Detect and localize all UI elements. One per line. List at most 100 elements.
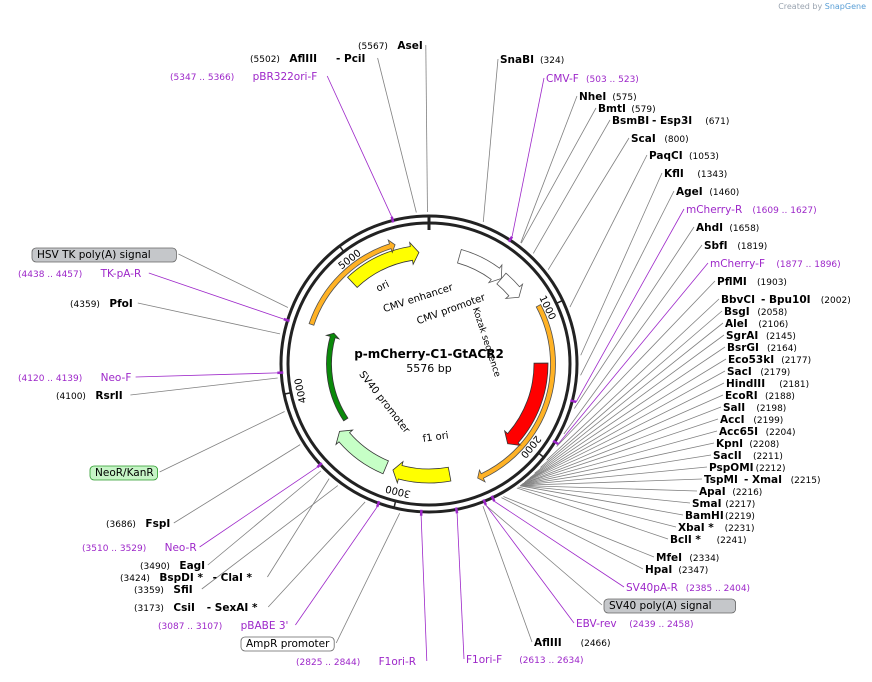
map-label-hpai-2347[interactable]: HpaI (2347) [645,564,708,576]
map-label-sgrai-2145[interactable]: SgrAI(2145) [726,330,796,342]
map-label-ecori-2188[interactable]: EcoRI(2188) [725,390,795,402]
map-label-4100-rsrii[interactable]: (4100)RsrII [56,390,123,402]
map-label-hindiii-2181[interactable]: HindIII(2181) [726,378,809,390]
leader-line [556,280,716,447]
map-label-ampr-promoter[interactable]: AmpR promoter [240,636,335,652]
map-label-tspmi-xmai-2215[interactable]: TspMI - XmaI (2215) [704,474,821,486]
leader-line [532,119,611,254]
map-label-bsmbi-esp3i-671[interactable]: BsmBI- Esp3I(671) [612,115,729,127]
map-label-mcherry-f-1877-1896[interactable]: mCherry-F(1877 .. 1896) [710,258,841,270]
primer-site-mark [507,236,514,243]
label-name: SacI [727,366,752,378]
label-position: (2825 .. 2844) [296,658,360,668]
map-label-pflmi-1903[interactable]: PflMI(1903) [717,276,787,288]
map-label-snabi-324[interactable]: SnaBI(324) [500,54,564,66]
map-label-hsv-tk-poly-a-signal[interactable]: HSV TK poly(A) signal [31,247,177,263]
label-name: KpnI [716,438,743,450]
map-label-bsrgi-2164[interactable]: BsrGI(2164) [727,342,797,354]
map-label-scai-800[interactable]: ScaI(800) [631,133,689,145]
leader-line [521,442,715,486]
feature-neo-orf [324,332,349,422]
map-label-ebv-rev-2439-2458[interactable]: EBV-rev(2439 .. 2458) [576,618,693,630]
map-label-bbvci-bpu10i-2002[interactable]: BbvCI- Bpu10I(2002) [721,294,851,306]
label-name: - XmaI [744,474,782,486]
label-name: AhdI [696,222,723,234]
map-label-3510-3529-neo-r[interactable]: (3510 .. 3529)Neo-R [82,542,197,554]
backbone-outer-ring [279,214,579,514]
label-position: (2215) [791,476,821,486]
label-name: BsgI [724,306,750,318]
tick-label: 3000 [384,482,411,499]
map-label-acc65i-2204[interactable]: Acc65I(2204) [719,426,796,438]
label-name: TK-pA-R [100,268,142,280]
label-position: (324) [540,56,564,66]
map-label-mfei-2334[interactable]: MfeI(2334) [656,552,719,564]
map-label-5567-asei[interactable]: (5567)AseI [358,40,423,52]
leader-line [547,137,630,270]
leader-line [524,382,725,483]
label-position: (2439 .. 2458) [629,620,693,630]
map-label-3490-eagi[interactable]: (3490)EagI [140,560,205,572]
map-label-3173-csii-sexai[interactable]: (3173)CsiI- SexAI * [134,602,258,614]
map-label-mcherry-r-1609-1627[interactable]: mCherry-R(1609 .. 1627) [686,204,817,216]
leader-line [485,504,603,606]
map-label-alei-2106[interactable]: AleI(2106) [725,318,788,330]
label-position: (2347) [678,566,708,576]
leader-line [503,496,655,558]
tick-label: 4000 [293,377,309,404]
map-label-xbai-2231[interactable]: XbaI *(2231) [678,522,755,534]
map-label-kfli-1343[interactable]: KflI(1343) [664,168,727,180]
map-label-sacii-2211[interactable]: SacII(2211) [713,450,783,462]
map-label-bcli-2241[interactable]: BclI *(2241) [670,534,747,546]
leader-line [563,244,703,435]
leader-line [326,75,393,217]
label-name: - PciI [336,53,365,65]
map-label-nhei-575[interactable]: NheI(575) [579,91,637,103]
map-label-4438-4457-tk-pa-r[interactable]: (4438 .. 4457)TK-pA-R [18,268,141,280]
map-label-neor-kanr[interactable]: NeoR/KanR [89,465,158,481]
map-label-smai-2217[interactable]: SmaI(2217) [692,498,755,510]
map-label-saci-2179[interactable]: SacI(2179) [727,366,790,378]
map-label-3087-3107-pbabe-3[interactable]: (3087 .. 3107)pBABE 3' [158,620,288,632]
label-name: HpaI [645,564,672,576]
map-label-2825-2844-f1ori-r[interactable]: (2825 .. 2844)F1ori-R [296,656,416,668]
map-label-bamhi-2219[interactable]: BamHI(2219) [685,510,755,522]
map-label-3424-bspdi-clai[interactable]: (3424)BspDI *- ClaI * [120,572,253,584]
map-label-3686-fspi[interactable]: (3686)FspI [106,518,170,530]
tick-mark-1000 [556,299,563,305]
leader-lines [130,44,727,662]
label-name: TspMI [704,474,738,486]
label-name: BbvCI [721,294,755,306]
feature-cmv-promoter [496,272,524,299]
map-label-pspomi-2212[interactable]: PspOMI(2212) [709,462,786,474]
map-label-4120-4139-neo-f[interactable]: (4120 .. 4139)Neo-F [18,372,131,384]
credit-brand: SnapGene [824,2,866,11]
map-label-paqci-1053[interactable]: PaqCI(1053) [649,150,719,162]
map-label-agei-1460[interactable]: AgeI(1460) [676,186,739,198]
map-label-f1ori-f-2613-2634[interactable]: F1ori-F(2613 .. 2634) [466,654,583,666]
leader-line [580,172,663,356]
map-label-bsgi-2058[interactable]: BsgI(2058) [724,306,787,318]
map-label-afliii-2466[interactable]: AflIII(2466) [534,637,611,649]
map-label-bmti-579[interactable]: BmtI(579) [598,103,656,115]
map-label-kpni-2208[interactable]: KpnI(2208) [716,438,779,450]
map-label-sbfi-1819[interactable]: SbfI(1819) [704,240,767,252]
map-label-3359-sfii[interactable]: (3359)SfiI [134,584,193,596]
map-label-sali-2198[interactable]: SalI(2198) [723,402,786,414]
map-label-acci-2199[interactable]: AccI(2199) [720,414,783,426]
label-name: RsrII [95,390,122,402]
label-name: - ClaI * [213,572,253,584]
feature-label: Kozak sequence [470,306,502,379]
map-label-sv40-poly-a-signal[interactable]: SV40 poly(A) signal [603,598,737,614]
primer-site-mark [570,399,577,404]
map-label-5502-afliii-pcii[interactable]: (5502)AflIII- PciI [250,53,365,65]
map-label-cmv-f-503-523[interactable]: CMV-F(503 .. 523) [546,73,639,85]
map-label-sv40pa-r-2385-2404[interactable]: SV40pA-R(2385 .. 2404) [626,582,750,594]
map-label-apai-2216[interactable]: ApaI(2216) [699,486,762,498]
primer-site-mark [375,500,381,508]
map-label-4359-pfoi[interactable]: (4359)PfoI [70,298,133,310]
label-name: HindIII [726,378,765,390]
map-label-ahdi-1658[interactable]: AhdI(1658) [696,222,759,234]
map-label-eco53ki-2177[interactable]: Eco53kI(2177) [728,354,811,366]
map-label-5347-5366-pbr322ori-f[interactable]: (5347 .. 5366)pBR322ori-F [170,71,317,83]
